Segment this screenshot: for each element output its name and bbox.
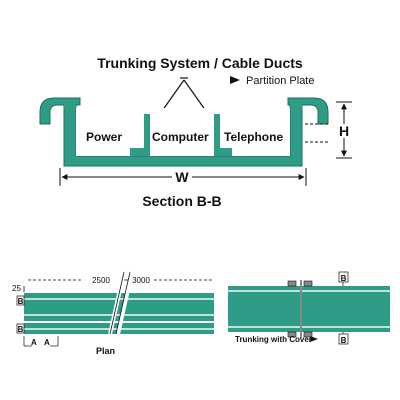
compartment-label-telephone: Telephone [224,130,283,144]
diagram-title: Trunking System / Cable Ducts [97,55,303,71]
plan-caption: Plan [96,346,115,356]
width-label: W [175,169,189,185]
plan-view-marker-a: A [44,338,50,347]
partition-arrow-icon [230,76,240,84]
cover-caption: Trunking with Cover [235,335,312,344]
cover-section-marker-b: B [341,274,347,283]
plan-dimension-left: 2500 [92,276,110,285]
partition-plate-label: Partition Plate [246,75,314,87]
cover-view: B B Trunking with Cover [228,271,390,345]
cover-arrow-icon [310,336,318,342]
height-label: H [339,123,349,139]
height-dimension [305,101,352,159]
plan-section-marker-b: B [18,325,24,334]
width-dimension [59,168,307,186]
plan-dimension-edge: 25 [12,284,21,293]
joint-clip [287,280,313,338]
duct-cross-section [39,97,329,167]
section-caption: Section B-B [142,193,221,209]
plan-view-marker-a: A [31,338,37,347]
plan-dimension-right: 3000 [132,276,150,285]
cover-section-marker-b: B [341,336,347,345]
compartment-label-computer: Computer [152,130,209,144]
compartment-label-power: Power [86,130,122,144]
plan-view: 2500 3000 25 B B A [12,271,214,356]
plan-section-marker-b: B [18,297,24,306]
